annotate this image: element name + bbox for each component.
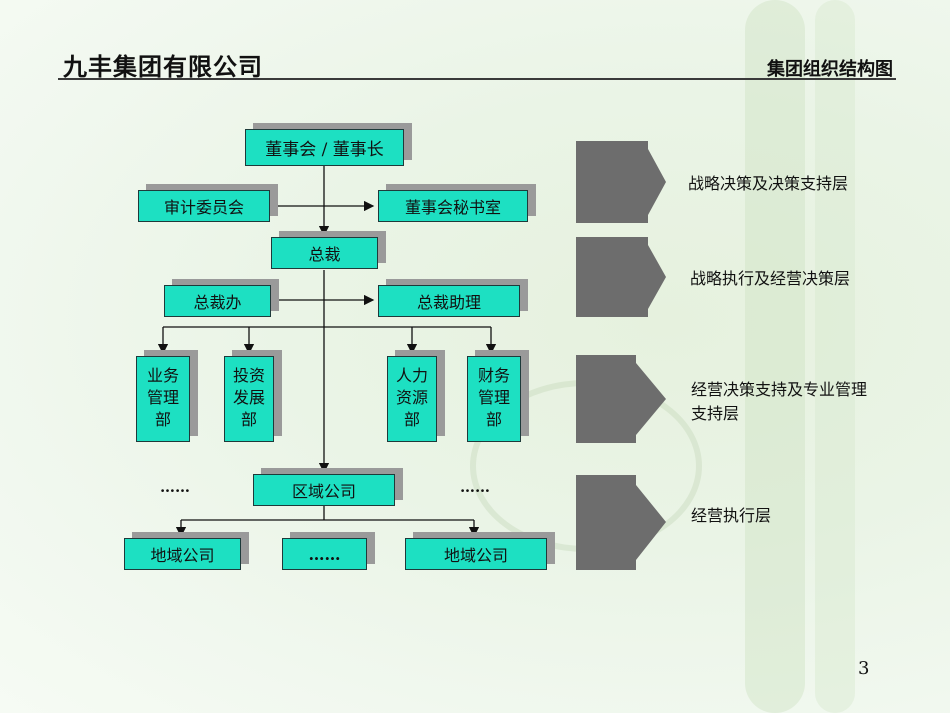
- background-decoration: [745, 0, 805, 713]
- local-company-box-1: 地域公司: [124, 538, 241, 570]
- dept-label: 财务 管理 部: [477, 366, 510, 429]
- president-box: 总裁: [271, 237, 378, 269]
- layer-arrow-1: [576, 141, 666, 223]
- company-name: 九丰集团有限公司: [63, 53, 263, 81]
- layer-label-strategy: 战略决策及决策支持层: [688, 174, 849, 193]
- board-box: 董事会 / 董事长: [245, 129, 404, 166]
- layer-arrow-4: [576, 475, 666, 570]
- finance-dept-box: 财务 管理 部: [467, 356, 521, 442]
- header-divider: [58, 78, 896, 80]
- president-assistant-box: 总裁助理: [378, 285, 520, 317]
- dept-label: 业务 管理 部: [146, 366, 179, 429]
- hr-dept-box: 人力 资源 部: [387, 356, 437, 442]
- president-office-box: 总裁办: [164, 285, 271, 317]
- dept-label: 人力 资源 部: [395, 366, 428, 429]
- regional-company-box: 区域公司: [253, 474, 395, 506]
- layer-label-support: 经营决策支持及专业管理支持层: [691, 380, 868, 423]
- page-title: 集团组织结构图: [767, 59, 893, 80]
- dept-label: 投资 发展 部: [232, 366, 265, 429]
- layer-label-execution: 战略执行及经营决策层: [690, 269, 851, 288]
- business-management-dept-box: 业务 管理 部: [136, 356, 190, 442]
- local-company-dots-box: ……: [282, 538, 367, 570]
- layer-arrow-3: [576, 355, 666, 443]
- audit-committee-box: 审计委员会: [138, 190, 270, 222]
- layer-label-operation: 经营执行层: [691, 506, 772, 525]
- page-number: 3: [858, 658, 870, 679]
- board-secretariat-box: 董事会秘书室: [378, 190, 528, 222]
- dots-right: ……: [460, 478, 490, 496]
- layer-arrow-2: [576, 237, 666, 317]
- background-decoration: [815, 0, 855, 713]
- dots-left: ……: [160, 478, 190, 496]
- local-company-box-2: 地域公司: [405, 538, 547, 570]
- investment-development-dept-box: 投资 发展 部: [224, 356, 274, 442]
